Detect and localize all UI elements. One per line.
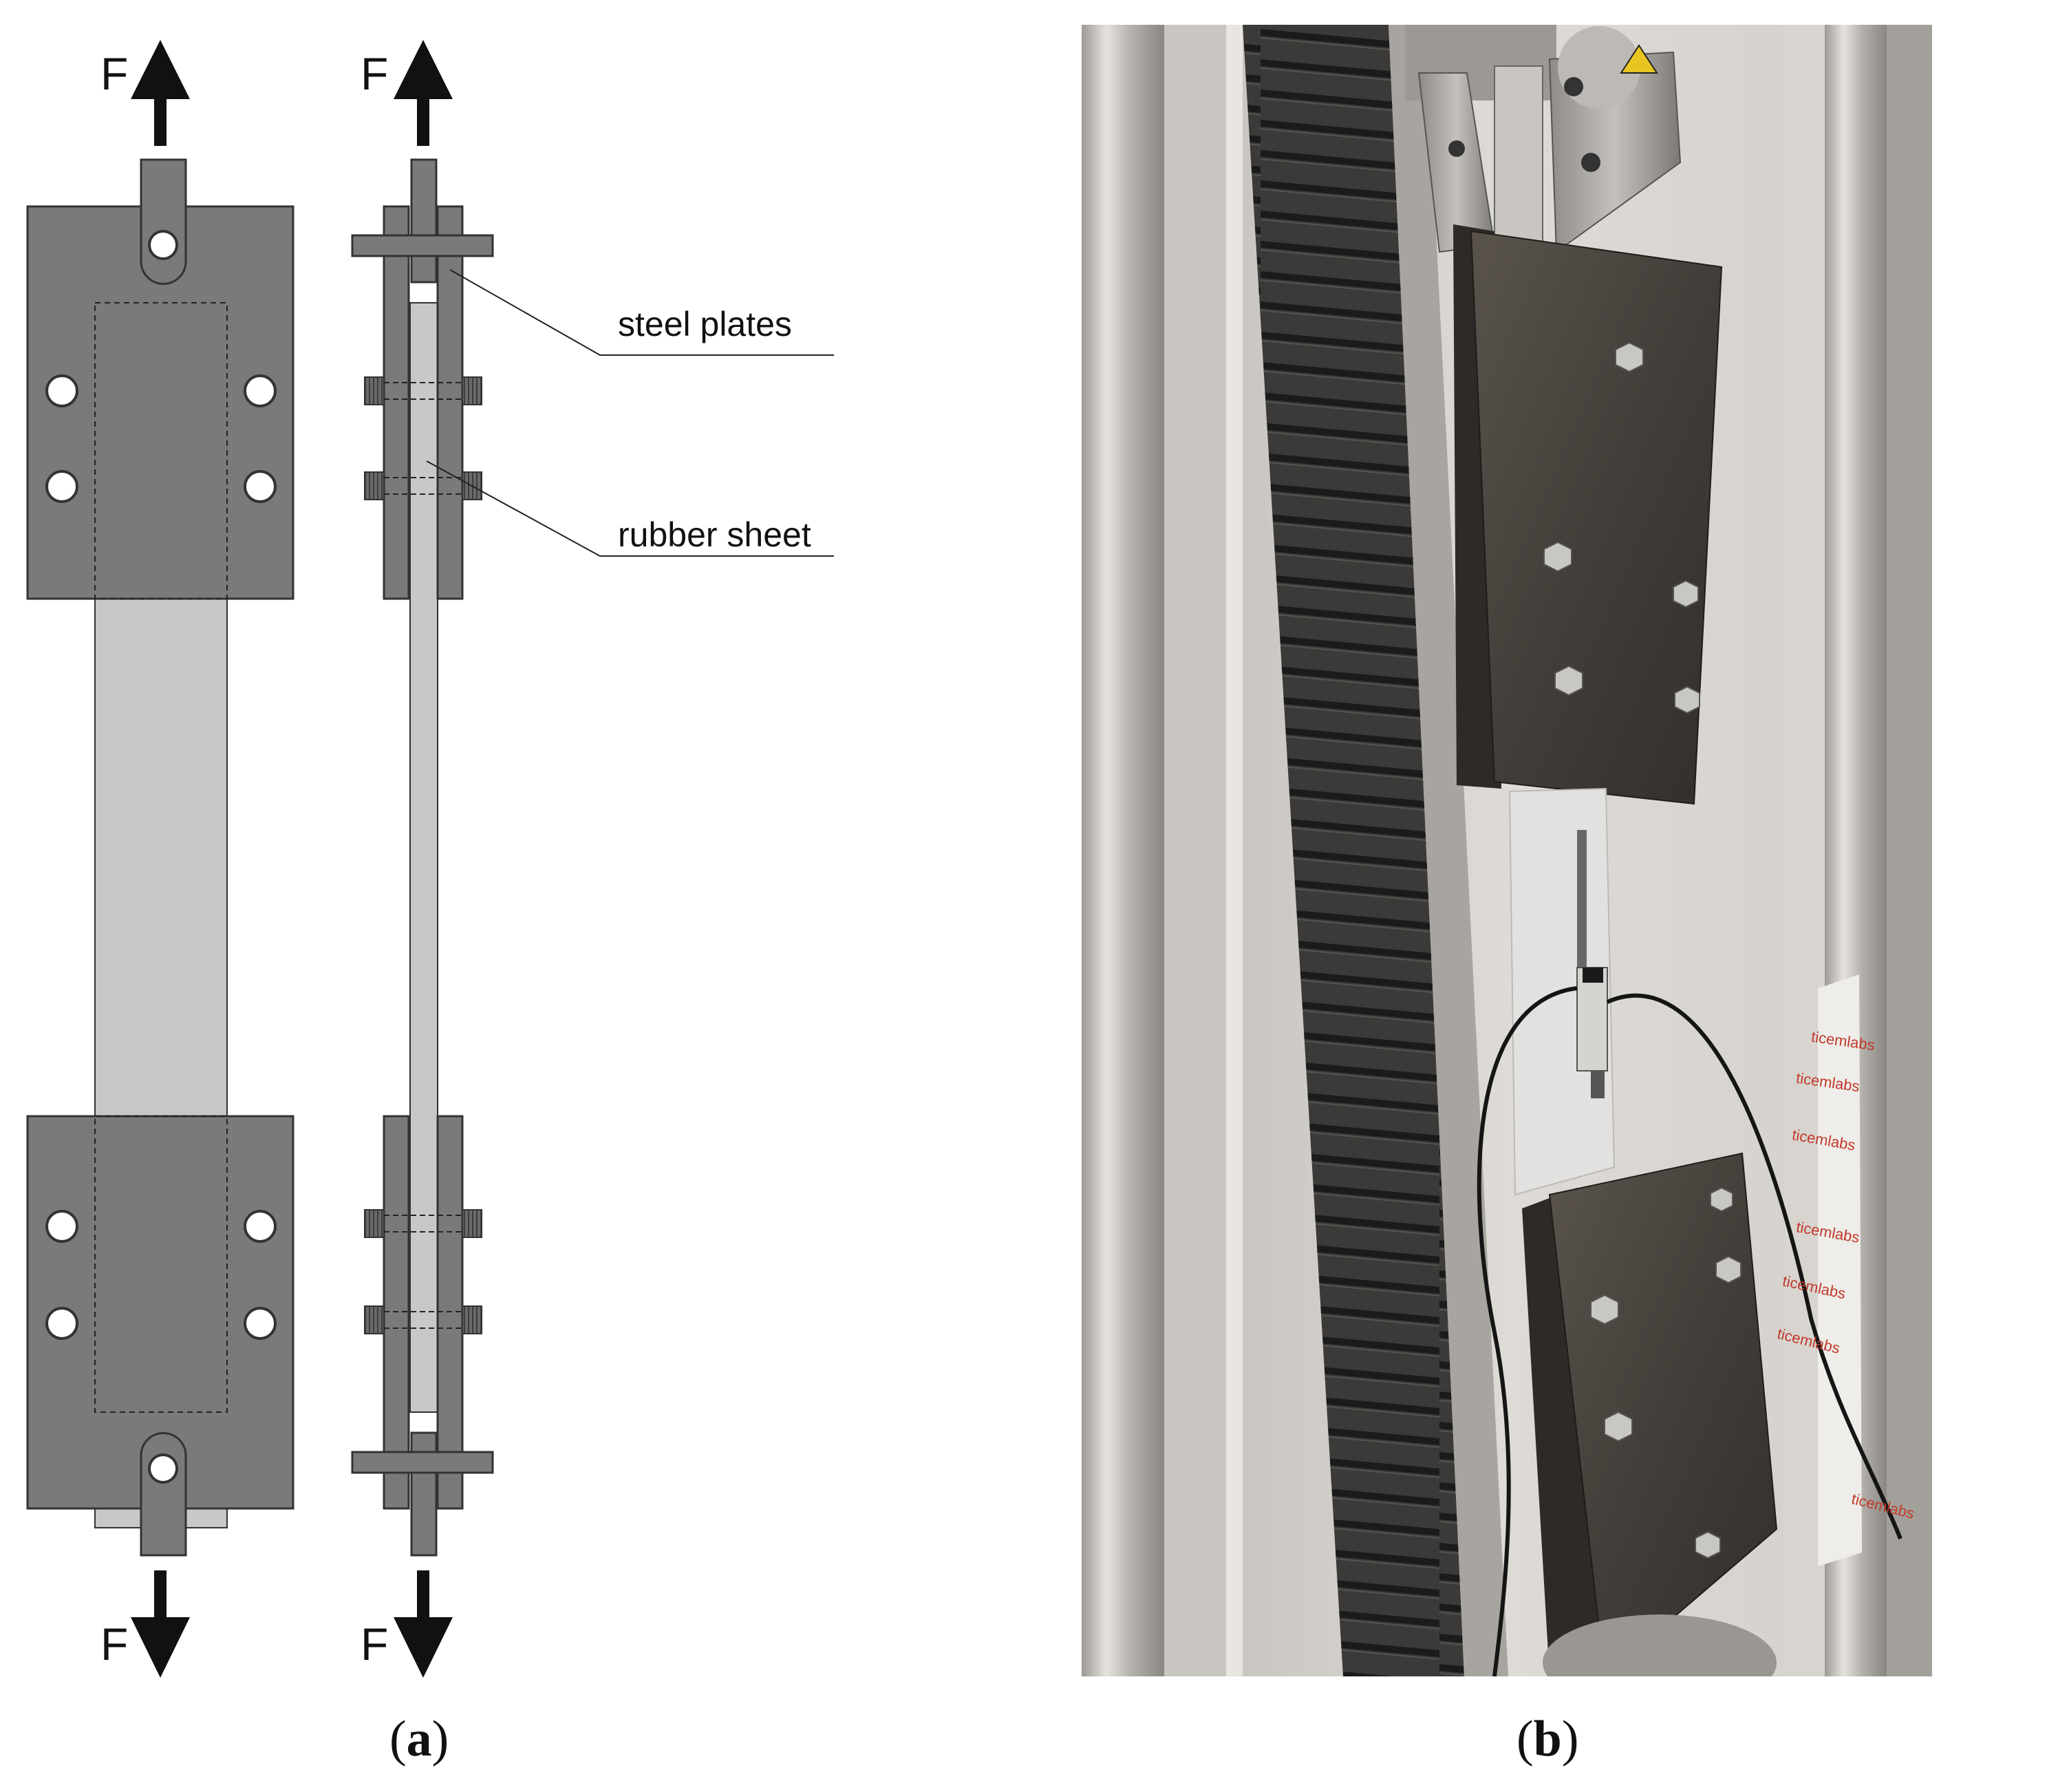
arrow-down-icon xyxy=(131,1570,190,1678)
front-bottom-plate xyxy=(26,1115,294,1557)
side-bottom-plates xyxy=(351,1115,494,1557)
force-label-bottom-front: F xyxy=(100,1619,129,1670)
side-view xyxy=(351,40,834,1678)
leader-rubber-sheet xyxy=(426,460,834,557)
bolt-hole-icon xyxy=(244,1210,277,1243)
backdrop-sheet xyxy=(1818,974,1862,1566)
caption-a: (a) xyxy=(389,1711,449,1767)
force-label-bottom-side: F xyxy=(361,1619,389,1670)
photo-panel-b xyxy=(1082,25,1932,1676)
bolt-hole-icon xyxy=(148,1453,178,1484)
sensor-cable-right xyxy=(1606,993,1903,1540)
callout-steel-plates: steel plates xyxy=(618,305,792,343)
force-label-top-side: F xyxy=(361,48,389,99)
photo-bottom-plate xyxy=(1522,1152,1778,1676)
bolt-hole-icon xyxy=(45,1307,78,1340)
front-view xyxy=(26,40,294,1678)
bolt-hole-icon xyxy=(244,1307,277,1340)
callout-rubber-sheet: rubber sheet xyxy=(618,515,811,554)
arrow-up-icon xyxy=(131,40,190,146)
bolt-hole-icon xyxy=(244,374,277,407)
bolt-hole-icon xyxy=(244,470,277,503)
bolt-hole-icon xyxy=(45,470,78,503)
sensor-cable-left xyxy=(1477,986,1578,1676)
hex-bolt-icon xyxy=(1543,341,1700,714)
louver-panel xyxy=(1243,25,1464,1676)
bolt-hole-icon xyxy=(148,230,178,260)
leader-steel-plates xyxy=(449,269,834,356)
drawing-panel-a xyxy=(26,40,834,1678)
side-specimen xyxy=(409,302,438,1413)
front-top-plate xyxy=(26,158,294,600)
arrow-down-icon xyxy=(394,1570,453,1678)
photo-top-plate xyxy=(1453,224,1723,805)
force-label-top-front: F xyxy=(100,48,129,99)
caption-b: (b) xyxy=(1517,1711,1579,1767)
hex-bolt-icon xyxy=(1590,1186,1741,1559)
extensometer xyxy=(1576,830,1608,1098)
bolt-hole-icon xyxy=(45,1210,78,1243)
upper-grip xyxy=(1405,25,1682,266)
arrow-up-icon xyxy=(394,40,453,146)
bolt-hole-icon xyxy=(45,374,78,407)
side-top-plates xyxy=(351,158,494,600)
